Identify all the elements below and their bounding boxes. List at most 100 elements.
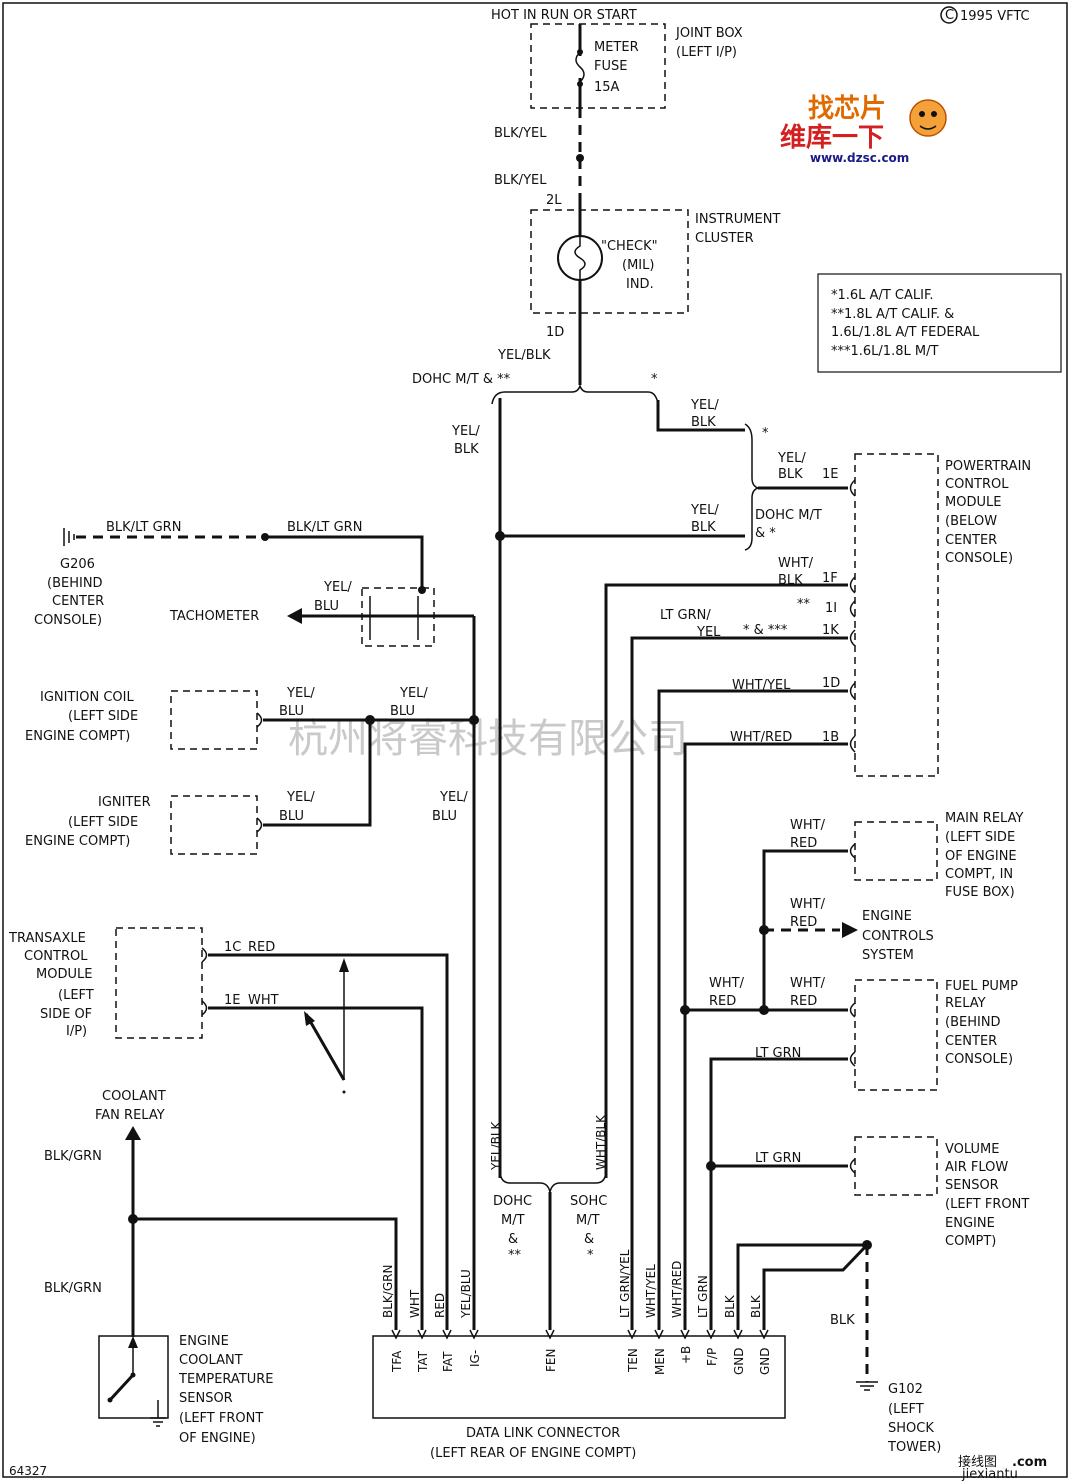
wire-wht [208,1006,424,1330]
svg-text:WHT/RED: WHT/RED [730,730,792,745]
svg-text:CONSOLE): CONSOLE) [945,551,1013,566]
ignition-coil-label: IGNITION COIL [40,690,134,705]
svg-text:ENGINE COMPT): ENGINE COMPT) [25,729,130,744]
option-brace [491,383,659,405]
svg-text:1I: 1I [825,601,837,616]
svg-text:BLK: BLK [691,415,716,430]
svg-text:C: C [945,8,954,23]
ground-g206-icon [63,528,75,546]
wire-lt-grn [709,1057,848,1330]
svg-text:* & ***: * & *** [743,623,788,638]
legend-line: ***1.6L/1.8L M/T [831,344,938,359]
svg-text:YEL/: YEL/ [690,503,719,518]
svg-text:YEL/: YEL/ [399,686,428,701]
svg-text:YEL/: YEL/ [439,790,468,805]
copyright-mark: C [940,6,958,24]
svg-text:接线图: 接线图 [958,1454,997,1470]
svg-text:SENSOR: SENSOR [179,1391,233,1406]
svg-text:YEL/: YEL/ [451,424,480,439]
legend-line: *1.6L A/T CALIF. [831,288,933,303]
svg-text:RELAY: RELAY [945,996,986,1011]
svg-text:&: & [508,1232,518,1247]
svg-text:YEL/BLU: YEL/BLU [459,1269,473,1319]
svg-text:维库一下: 维库一下 [780,122,884,153]
svg-text:1C: 1C [224,940,241,955]
svg-text:(LEFT I/P): (LEFT I/P) [676,45,737,60]
svg-text:YEL/: YEL/ [323,580,352,595]
svg-text:CENTER: CENTER [52,594,104,609]
svg-text:(LEFT FRONT: (LEFT FRONT [179,1411,263,1426]
dlc-pin: TAT [416,1350,430,1373]
pcm-connector-pins [849,479,856,753]
svg-text:LT GRN/YEL: LT GRN/YEL [618,1249,632,1318]
svg-text:1E: 1E [224,993,241,1008]
svg-text:WHT/RED: WHT/RED [670,1261,684,1318]
mil-label: "CHECK" [601,239,658,254]
svg-text:(BELOW: (BELOW [945,514,997,529]
svg-text:ENGINE: ENGINE [945,1216,995,1231]
svg-text:BLK: BLK [778,573,803,588]
test-jumper [304,958,349,1094]
svg-text:1D: 1D [546,325,564,340]
joint-box-label: JOINT BOX [675,26,743,41]
svg-text:BLU: BLU [279,704,304,719]
coolant-fan-arrow-icon [125,1126,141,1140]
g206-label: G206 [60,557,95,572]
svg-text:jiexiantu: jiexiantu [961,1467,1018,1482]
svg-text:CONSOLE): CONSOLE) [945,1052,1013,1067]
svg-text:WHT/: WHT/ [790,818,826,833]
joint-box [530,23,666,109]
data-link-connector [372,1335,786,1419]
svg-text:BLK/GRN: BLK/GRN [44,1149,102,1164]
svg-text:YEL: YEL [696,625,721,640]
fuel-pump-relay-label: FUEL PUMP [945,979,1018,994]
svg-text:1D: 1D [822,676,840,691]
legend-box [817,273,1062,373]
svg-text:TOWER): TOWER) [887,1440,941,1455]
svg-text:BLK/YEL: BLK/YEL [494,126,547,141]
svg-text:WHT: WHT [408,1289,422,1318]
figure-id: 64327 [9,1464,47,1478]
svg-text:BLU: BLU [390,704,415,719]
svg-text:& *: & * [755,526,776,541]
svg-text:(BEHIND: (BEHIND [47,576,103,591]
power-label: HOT IN RUN OR START [491,8,637,23]
svg-text:SIDE OF: SIDE OF [40,1007,92,1022]
dlc-pin: GND [732,1347,746,1375]
svg-text:BLK/LT GRN: BLK/LT GRN [287,520,362,535]
svg-text:SENSOR: SENSOR [945,1178,999,1193]
watermark: 杭州将睿科技有限公司 [288,716,688,762]
svg-text:&: & [584,1232,594,1247]
ect-label: ENGINE [179,1334,229,1349]
svg-text:RED: RED [790,836,817,851]
svg-text:BLU: BLU [314,599,339,614]
svg-text:WHT: WHT [248,993,279,1008]
ect-sensor [98,1335,169,1419]
svg-text:CLUSTER: CLUSTER [695,231,754,246]
wire-red [208,953,449,1330]
svg-text:LT GRN: LT GRN [755,1151,801,1166]
svg-text:(LEFT SIDE: (LEFT SIDE [68,709,138,724]
svg-text:www.dzsc.com: www.dzsc.com [810,151,909,165]
svg-text:BLK: BLK [691,520,716,535]
legend-line: 1.6L/1.8L A/T FEDERAL [831,325,980,340]
wire-wht-red [683,742,848,1330]
svg-text:M/T: M/T [501,1213,525,1228]
svg-text:WHT/: WHT/ [778,556,814,571]
dlc-pin-stubs [391,1329,769,1340]
svg-text:BLU: BLU [432,809,457,824]
wire-wht-yel [657,689,848,1330]
brace-sohc [549,1169,607,1193]
tcm-label: TRANSAXLE [8,931,86,946]
svg-text:DOHC M/T: DOHC M/T [755,508,822,523]
svg-text:YEL/: YEL/ [690,398,719,413]
fuse-label: METER [594,40,639,55]
copyright-text: 1995 VFTC [960,9,1030,24]
svg-text:RED: RED [433,1293,447,1318]
dlc-pin: F/P [705,1348,719,1366]
svg-text:CENTER: CENTER [945,1034,997,1049]
svg-text:CONTROL: CONTROL [945,477,1009,492]
svg-text:CONTROL: CONTROL [24,949,88,964]
svg-text:(LEFT SIDE: (LEFT SIDE [68,815,138,830]
